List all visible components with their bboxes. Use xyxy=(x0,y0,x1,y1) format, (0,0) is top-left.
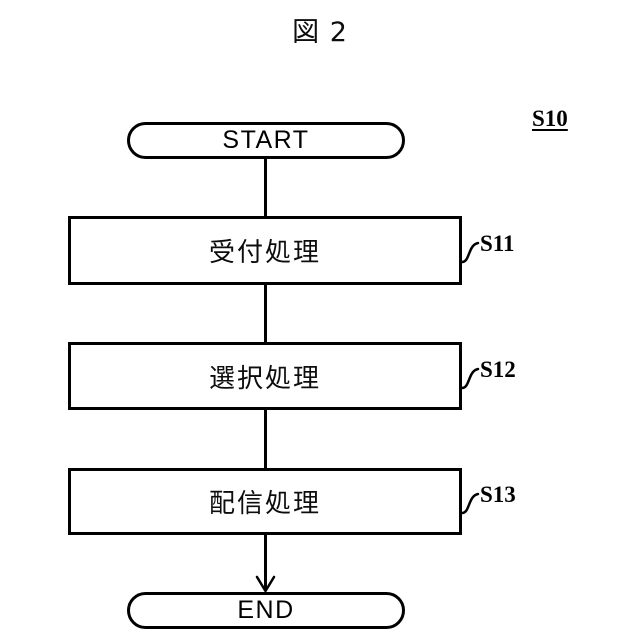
node-start-label: START xyxy=(222,126,310,154)
node-process-s11-label: 受付処理 xyxy=(208,238,321,268)
node-process-s13-label: 配信処理 xyxy=(208,489,321,519)
node-process-s11[interactable]: 受付処理 xyxy=(68,216,462,285)
node-process-s12-label: 選択処理 xyxy=(208,363,321,394)
node-process-s12[interactable]: 選択処理 xyxy=(68,342,462,410)
arrowhead-into-end xyxy=(255,575,276,593)
step-ref-s12: S12 xyxy=(480,357,516,382)
node-end-label: END xyxy=(237,596,295,624)
figure-title: 図 2 xyxy=(292,17,348,48)
step-ref-s13: S13 xyxy=(480,482,516,507)
leader-line-s11 xyxy=(460,241,480,264)
leader-line-s13 xyxy=(460,492,480,515)
node-start[interactable]: START xyxy=(127,122,405,159)
node-process-s13[interactable]: 配信処理 xyxy=(68,468,462,535)
node-end[interactable]: END xyxy=(127,592,405,629)
step-ref-s10: S10 xyxy=(532,106,568,131)
leader-line-s12 xyxy=(460,367,480,390)
step-ref-s11: S11 xyxy=(480,231,515,256)
